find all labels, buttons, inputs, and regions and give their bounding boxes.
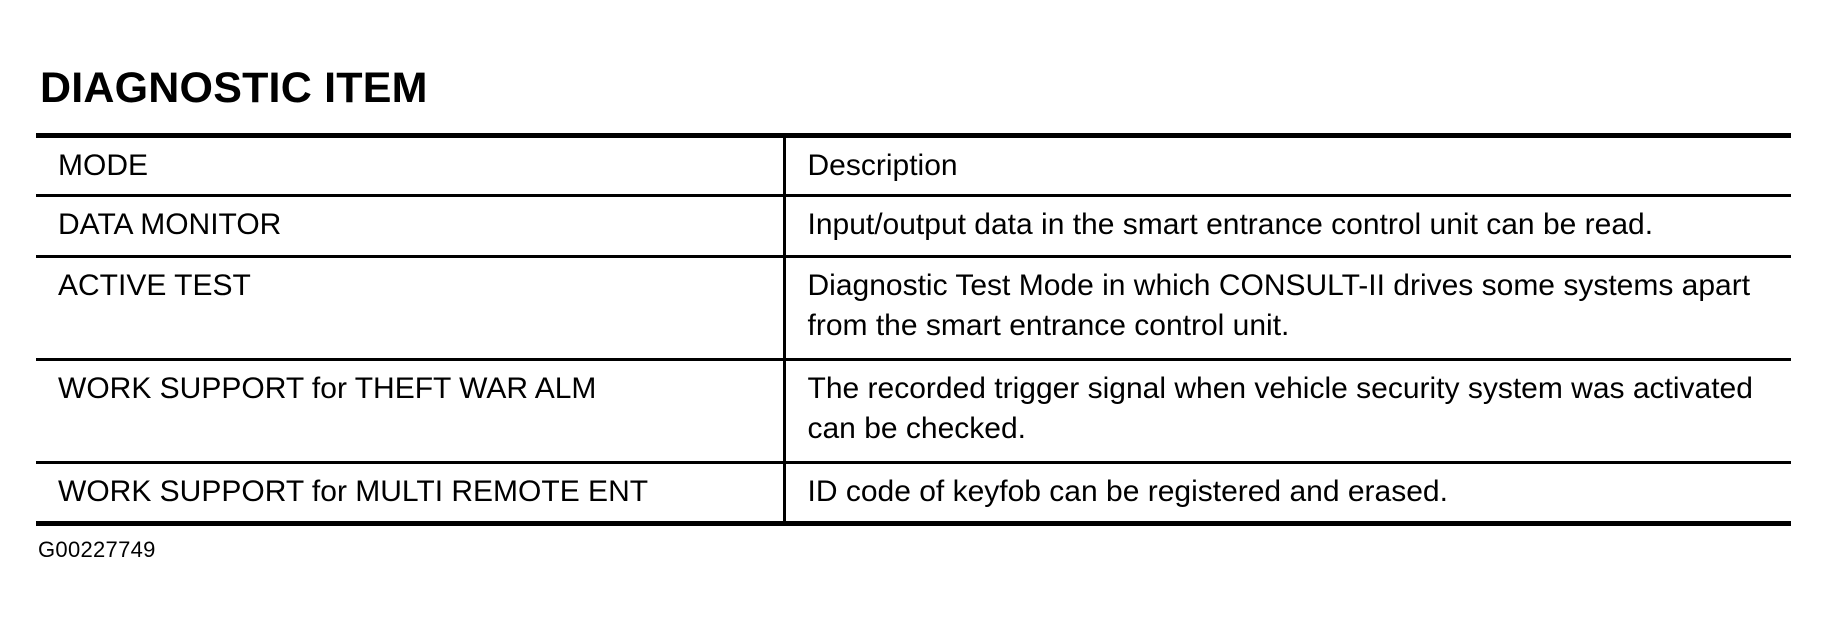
mode-cell: ACTIVE TEST [36,256,786,361]
mode-cell: WORK SUPPORT for MULTI REMOTE ENT [36,462,786,526]
table-row: ACTIVE TEST Diagnostic Test Mode in whic… [36,256,1791,361]
diagnostic-item-table: MODE Description DATA MONITOR Input/outp… [36,133,1791,526]
mode-cell: WORK SUPPORT for THEFT WAR ALM [36,359,786,464]
column-header-mode: MODE [36,133,786,197]
page-title: DIAGNOSTIC ITEM [40,64,428,112]
column-header-description: Description [784,133,1791,197]
mode-cell: DATA MONITOR [36,195,786,258]
table-row: WORK SUPPORT for MULTI REMOTE ENT ID cod… [36,462,1791,526]
figure-id: G00227749 [38,537,156,562]
table-row: DATA MONITOR Input/output data in the sm… [36,195,1791,258]
description-cell: Input/output data in the smart entrance … [784,195,1791,258]
description-cell: The recorded trigger signal when vehicle… [784,359,1791,464]
description-cell: Diagnostic Test Mode in which CONSULT-II… [784,256,1791,361]
table-row: WORK SUPPORT for THEFT WAR ALM The recor… [36,359,1791,464]
description-cell: ID code of keyfob can be registered and … [784,462,1791,526]
table-header-row: MODE Description [36,133,1791,197]
